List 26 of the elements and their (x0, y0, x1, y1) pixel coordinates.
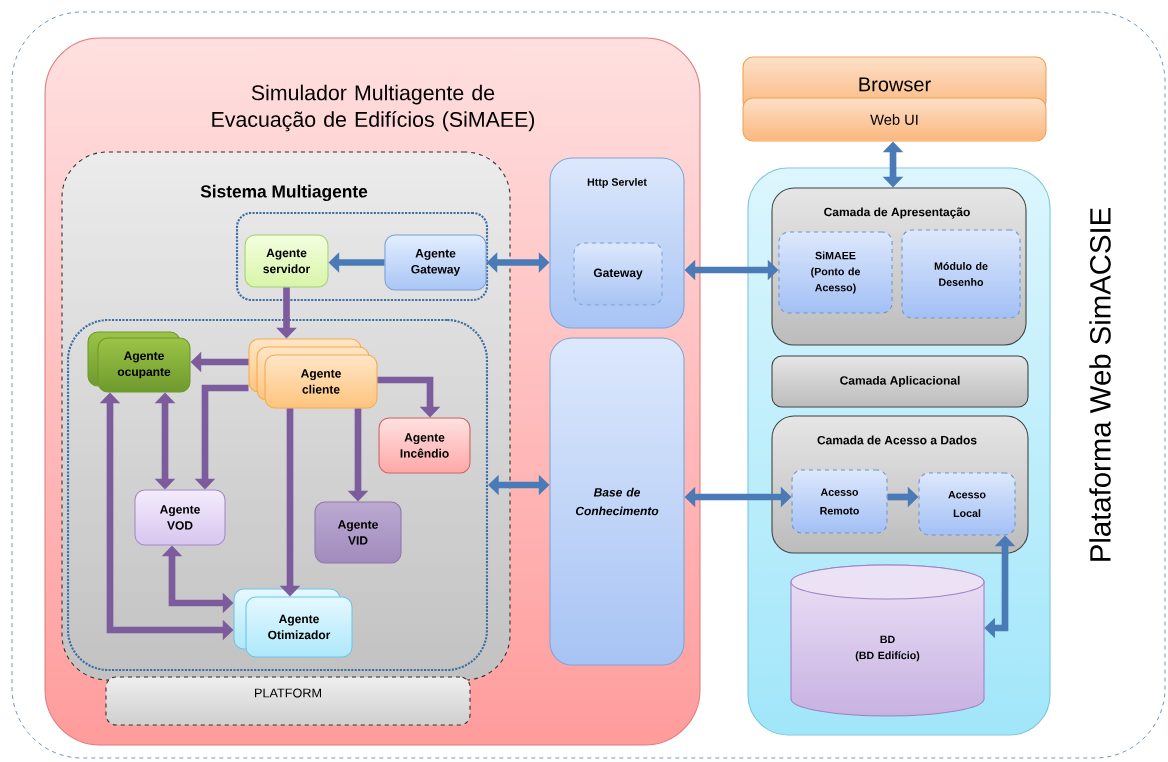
group-outline (235, 211, 489, 302)
agent-box: Agente Incêndio (378, 417, 471, 474)
component-box: Acesso Local (918, 472, 1016, 536)
panel-title: PLATFORM (255, 688, 321, 698)
component-box: SiMAEE (Ponto de Acesso) (778, 231, 893, 314)
layer-bar: Camada Aplicacional (771, 355, 1029, 408)
component-box: Acesso Remoto (791, 469, 888, 534)
panel-title: Camada de Apresentação (824, 207, 970, 219)
agent-box: Agente Otimizador (233, 588, 353, 658)
agent-box: Agente VID (314, 501, 402, 564)
agent-box: Agente servidor (244, 234, 329, 288)
agent-box: Agente Gateway (384, 234, 487, 291)
panel-title: Http Servlet (587, 178, 647, 188)
agent-box: Agente cliente (248, 338, 378, 409)
group-outline (66, 318, 489, 672)
panel-title: Camada de Acesso a Dados (817, 435, 977, 445)
knowledge-base-box: Base de Conhecimento (549, 337, 685, 666)
component-box: Módulo de Desenho (901, 229, 1021, 319)
agent-box: Agente VOD (134, 489, 226, 546)
panel-title: Plataforma Web SimACSIE (1089, 208, 1111, 561)
agent-box: Agente ocupante (87, 331, 191, 393)
database-cylinder: BD (BD Edifício) (790, 564, 985, 717)
panel-title: Simulador Multiagente de Evacuação de Edifícios (SiMAEE) (212, 84, 535, 132)
panel-title: Sistema Multiagente (200, 184, 368, 202)
component-box: Gateway (573, 242, 663, 306)
ui-bar: Web UI (742, 97, 1047, 142)
